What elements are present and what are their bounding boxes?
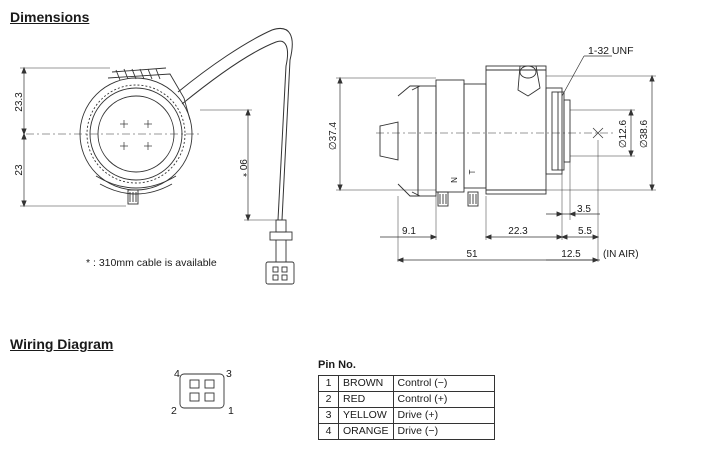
pin-1-label: 1: [228, 405, 234, 417]
dim-3-5-label: 3.5: [577, 204, 591, 215]
dim-51-label: 51: [466, 249, 478, 260]
wire-color: ORANGE: [338, 423, 394, 440]
in-air-label: (IN AIR): [603, 249, 639, 260]
pin-2-label: 2: [171, 405, 177, 417]
pin-function: Control (−): [392, 375, 495, 392]
pin-number: 1: [318, 375, 339, 392]
pin-table: 1 BROWN Control (−) 2 RED Control (+) 3 …: [318, 375, 495, 440]
thread-label: 1-32 UNF: [588, 45, 634, 57]
cable-connector: [265, 261, 295, 285]
pin-number: 2: [318, 391, 339, 408]
inner-diameter-label: ∅12.6: [618, 119, 629, 148]
pin-number: 4: [318, 423, 339, 440]
dim-12-5-label: 12.5: [561, 249, 581, 260]
dim-upper-label: 23.3: [14, 92, 25, 112]
focus-ring: [435, 79, 465, 193]
wiring-diagram-heading: Wiring Diagram: [10, 336, 114, 352]
table-row: 1 BROWN Control (−): [318, 375, 495, 392]
dim-lower-label: 23: [14, 164, 25, 176]
table-row: 4 ORANGE Drive (−): [318, 423, 495, 440]
pin-number: 3: [318, 407, 339, 424]
dim-5-5-label: 5.5: [578, 226, 592, 237]
outer-diameter-label: ∅38.6: [639, 119, 650, 148]
connector-pinout: [179, 373, 225, 409]
table-row: 3 YELLOW Drive (+): [318, 407, 495, 424]
pin-function: Drive (−): [392, 423, 495, 440]
pin-table-title: Pin No.: [318, 359, 356, 371]
side-view: [336, 55, 656, 263]
wire-color: BROWN: [338, 375, 394, 392]
pin-function: Control (+): [392, 391, 495, 408]
pin-function: Drive (+): [392, 407, 495, 424]
dimensions-heading: Dimensions: [10, 9, 90, 25]
pin-4-label: 4: [174, 368, 180, 380]
wire-color: RED: [338, 391, 394, 408]
dim-9-1-label: 9.1: [402, 226, 416, 237]
front-view: [20, 28, 295, 285]
body-diameter-label: ∅37.4: [328, 121, 339, 150]
pin-3-label: 3: [226, 368, 232, 380]
mark-t: T: [468, 169, 477, 174]
lens-bezel: [89, 87, 183, 181]
dim-22-3-label: 22.3: [508, 226, 528, 237]
mark-n: N: [450, 177, 459, 183]
cable-length-label: 90 *: [237, 159, 248, 177]
cable-note: * : 310mm cable is available: [86, 257, 217, 269]
table-row: 2 RED Control (+): [318, 391, 495, 408]
wire-color: YELLOW: [338, 407, 394, 424]
iris-housing: [485, 65, 547, 195]
